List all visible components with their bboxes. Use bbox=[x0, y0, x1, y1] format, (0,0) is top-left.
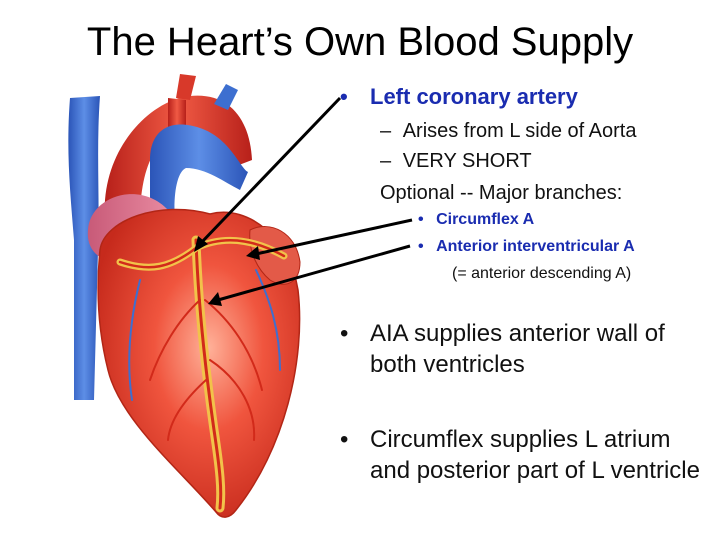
arises-text: Arises from L side of Aorta bbox=[402, 120, 637, 142]
aortic-arch bbox=[104, 95, 252, 222]
left-coronary-artery-bullet: • Left coronary artery bbox=[340, 84, 578, 110]
circumflex-supplies-bullet: • Circumflex supplies L atrium and poste… bbox=[340, 424, 700, 486]
bullet-icon: • bbox=[340, 84, 348, 109]
bullet-icon: • bbox=[418, 211, 424, 228]
anterior-descending-note: (= anterior descending A) bbox=[452, 265, 632, 282]
aia-supplies-text: AIA supplies anterior wall of both ventr… bbox=[370, 320, 665, 378]
aia-supplies-bullet: • AIA supplies anterior wall of both ven… bbox=[340, 318, 700, 380]
bullet-icon: • bbox=[418, 238, 424, 255]
very-short-subpoint: – VERY SHORT bbox=[380, 150, 532, 173]
anterior-interventricular-text: Anterior interventricular A bbox=[436, 238, 635, 255]
bullet-icon: • bbox=[340, 320, 349, 347]
vena-cava bbox=[68, 96, 100, 400]
slide-title: The Heart’s Own Blood Supply bbox=[86, 20, 634, 64]
optional-branches-line: Optional -- Major branches: bbox=[380, 182, 623, 204]
circumflex-text: Circumflex A bbox=[436, 211, 535, 228]
dash-icon: – bbox=[380, 150, 392, 172]
circumflex-supplies-text: Circumflex supplies L atrium and posteri… bbox=[370, 426, 700, 484]
bullet-icon: • bbox=[340, 426, 349, 453]
dash-icon: – bbox=[380, 120, 392, 142]
arrow-icon bbox=[198, 96, 413, 302]
circumflex-bullet: • Circumflex A bbox=[418, 211, 534, 229]
left-coronary-artery-text: Left coronary artery bbox=[370, 84, 578, 109]
very-short-text: VERY SHORT bbox=[402, 150, 532, 172]
anterior-interventricular-bullet: • Anterior interventricular A bbox=[418, 238, 635, 256]
ventricles bbox=[97, 208, 301, 518]
pulmonary-trunk bbox=[150, 124, 248, 232]
arises-subpoint: – Arises from L side of Aorta bbox=[380, 120, 637, 143]
